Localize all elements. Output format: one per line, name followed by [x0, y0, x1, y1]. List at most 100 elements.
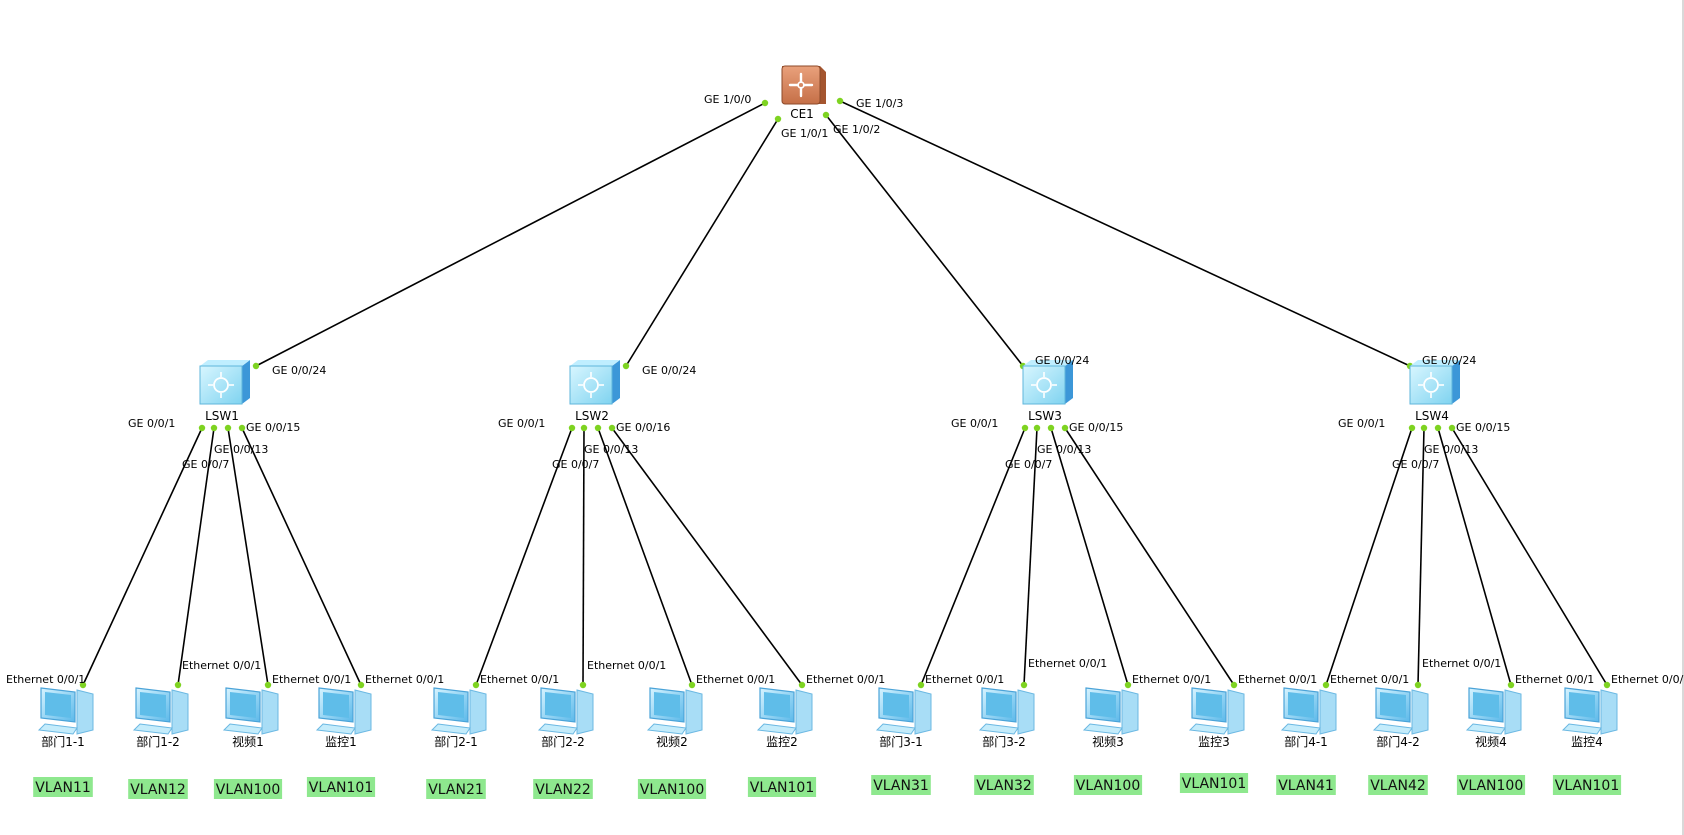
vlan-tag-background [213, 779, 283, 799]
port-dot [1448, 424, 1456, 432]
vlan-tag-background [747, 777, 817, 797]
pc-name: 部门4-1 [1284, 734, 1328, 749]
vlan-tag-background [1179, 773, 1249, 793]
link-lsw1-pc [241, 427, 362, 686]
core-port-label: GE 1/0/0 [704, 93, 751, 106]
pc-port-label: Ethernet 0/0/1 [1028, 657, 1107, 670]
pc-port-label: Ethernet 0/0/1 [925, 673, 1004, 686]
switch-name: LSW3 [1028, 409, 1062, 423]
pc-port-label: Ethernet 0/0/1 [587, 659, 666, 672]
port-dot [568, 424, 576, 432]
switch-port-label: GE 0/0/15 [246, 421, 300, 434]
vlan-tag-background [1368, 775, 1428, 795]
pc-name: 部门3-1 [879, 734, 923, 749]
pc-name: 视频1 [232, 734, 264, 749]
pc-icon [1561, 687, 1618, 735]
vlan-tag-background [533, 779, 593, 799]
switch-icon [1409, 360, 1460, 405]
port-dot [210, 424, 218, 432]
link-lsw3-pc [1064, 427, 1235, 686]
link-lsw4-pc [1451, 427, 1608, 686]
router-icon [781, 65, 826, 105]
pc-icon [1082, 687, 1139, 735]
vlan-tag-background [1552, 775, 1622, 795]
vlan-tag: VLAN12 [128, 779, 188, 799]
vlan-label: VLAN42 [1370, 778, 1426, 794]
port-dot [224, 424, 232, 432]
switch-port-label: GE 0/0/1 [498, 417, 545, 430]
link-lsw1-pc [227, 427, 269, 686]
pc-icon [1188, 687, 1245, 735]
vlan-label: VLAN11 [35, 780, 91, 796]
port-dot [1507, 681, 1515, 689]
port-dot [1603, 681, 1611, 689]
switch-icon [1022, 360, 1073, 405]
port-dot [1322, 681, 1330, 689]
vlan-tag: VLAN32 [974, 775, 1034, 795]
switch-port-label: GE 0/0/1 [1338, 417, 1385, 430]
port-dot [1033, 424, 1041, 432]
port-dot [798, 681, 806, 689]
pc-icon [222, 687, 279, 735]
port-dot [594, 424, 602, 432]
pc-port-label: Ethernet 0/0/1 [365, 673, 444, 686]
vlan-tag-background [306, 777, 376, 797]
link-lsw1-pc [177, 427, 215, 686]
port-dot [836, 97, 844, 105]
pc-name: 监控4 [1571, 735, 1603, 749]
pc-port-label: Ethernet 0/0/1 [480, 673, 559, 686]
pc-port-label: Ethernet 0/0/1 [696, 673, 775, 686]
link-ce1-lsw4 [839, 100, 1411, 367]
port-dot [1020, 681, 1028, 689]
switch-port-label: GE 0/0/7 [1392, 458, 1439, 471]
vlan-tag: VLAN21 [426, 779, 486, 799]
port-dot [608, 424, 616, 432]
vlan-tag-background [974, 775, 1034, 795]
pc-name: 视频4 [1475, 734, 1507, 749]
switch-uplink-label: GE 0/0/24 [272, 364, 326, 377]
port-dot [1021, 424, 1029, 432]
pc-port-label: Ethernet 0/0/1 [1132, 673, 1211, 686]
vlan-label: VLAN100 [640, 782, 704, 798]
pc-icon [537, 687, 594, 735]
vlan-tag: VLAN100 [1456, 775, 1526, 795]
switch-uplink-label: GE 0/0/24 [1035, 354, 1089, 367]
link-lsw2-pc [597, 427, 693, 686]
link-ce1-lsw3 [825, 114, 1024, 367]
port-dot [761, 99, 769, 107]
port-dot [198, 424, 206, 432]
pc-port-label: Ethernet 0/0/1 [1330, 673, 1409, 686]
pc-name: 视频3 [1092, 734, 1124, 749]
port-dot [580, 424, 588, 432]
switch-port-label: GE 0/0/13 [1037, 443, 1091, 456]
pc-name: 部门1-2 [136, 734, 180, 749]
link-ce1-lsw2 [625, 118, 779, 367]
pc-name: 部门2-2 [541, 734, 585, 749]
pc-name: 监控3 [1198, 735, 1230, 749]
switch-name: LSW4 [1415, 409, 1449, 423]
vlan-tag-background [33, 777, 93, 797]
switch-port-label: GE 0/0/1 [951, 417, 998, 430]
vlan-label: VLAN12 [130, 782, 186, 798]
pc-icon [646, 687, 703, 735]
port-dot [774, 115, 782, 123]
pc-port-label: Ethernet 0/0/1 [182, 659, 261, 672]
link-ce1-lsw1 [255, 102, 766, 367]
core-port-label: GE 1/0/2 [833, 123, 880, 136]
port-dot [917, 681, 925, 689]
core-port-label: GE 1/0/1 [781, 127, 828, 140]
vlan-label: VLAN32 [976, 778, 1032, 794]
port-dot [264, 681, 272, 689]
vlan-tag-background [128, 779, 188, 799]
vlan-tag: VLAN100 [213, 779, 283, 799]
core-port-label: GE 1/0/3 [856, 97, 903, 110]
vlan-tag: VLAN31 [871, 775, 931, 795]
port-dot [1230, 681, 1238, 689]
pc-name: 部门1-1 [41, 734, 85, 749]
switch-port-label: GE 0/0/15 [1456, 421, 1510, 434]
pc-icon [756, 687, 813, 735]
switch-port-label: GE 0/0/15 [1069, 421, 1123, 434]
switch-port-label: GE 0/0/13 [214, 443, 268, 456]
link-lsw3-pc [1050, 427, 1129, 686]
